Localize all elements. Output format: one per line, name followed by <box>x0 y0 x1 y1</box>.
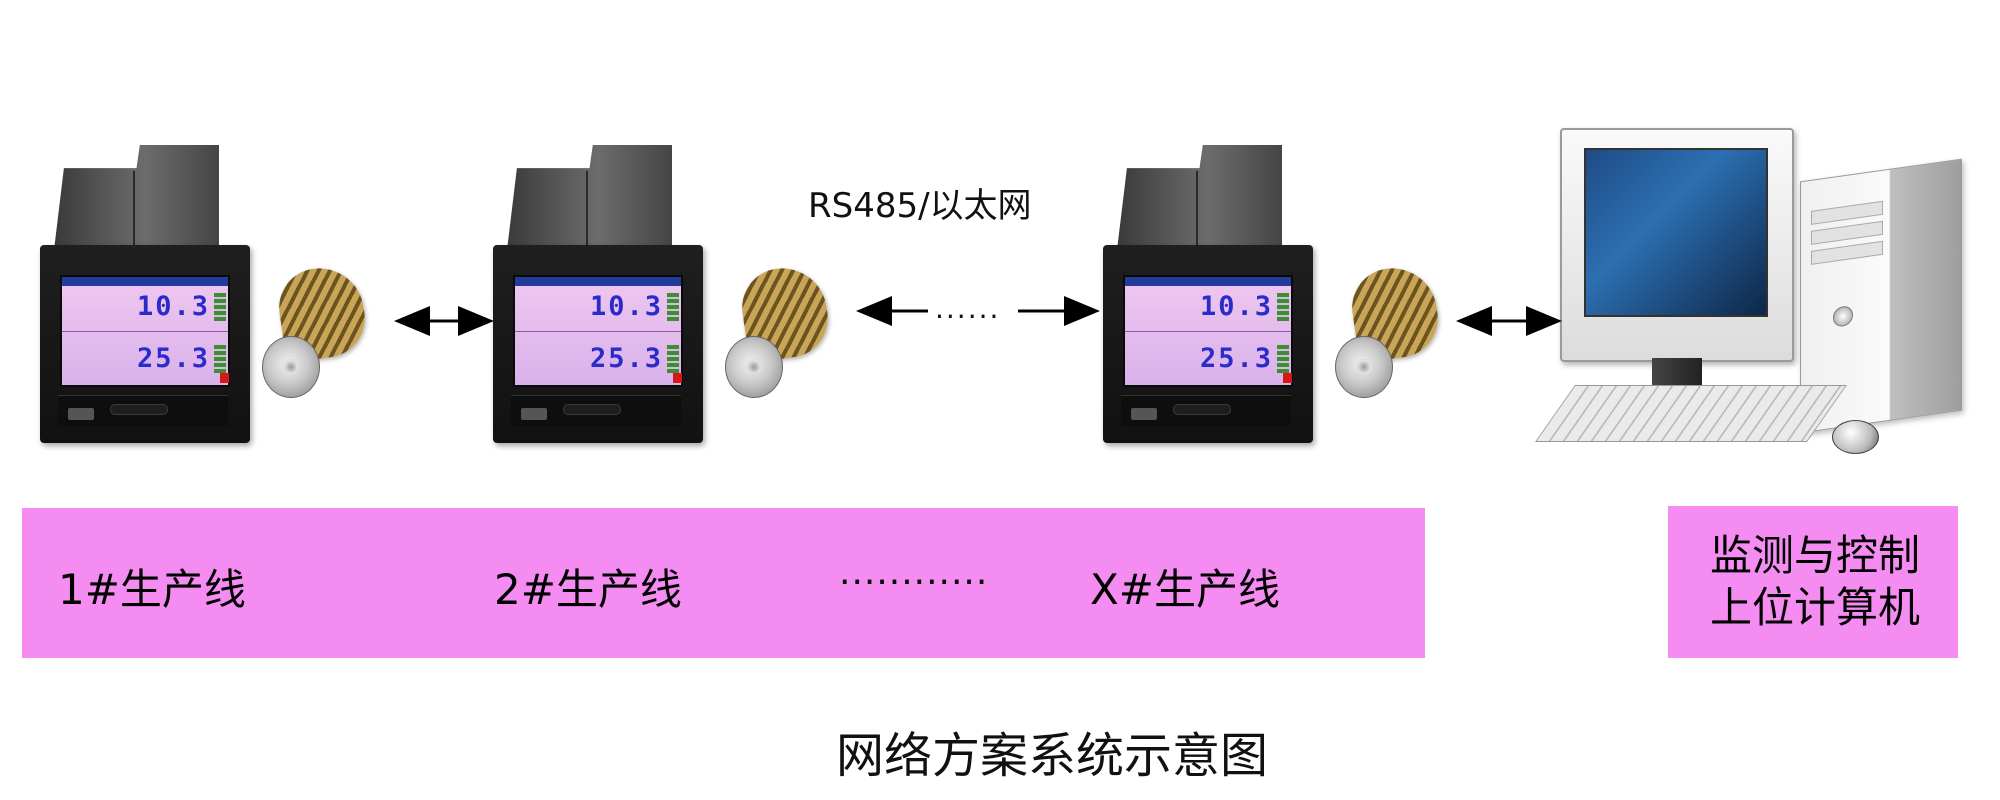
usb-port-icon <box>1131 408 1157 420</box>
sensor-2 <box>725 262 835 398</box>
recorder-screen: 10.3 25.3 <box>60 275 230 387</box>
recorder-value-bottom: 25.3 <box>589 343 663 374</box>
recorder-x: 10.3 25.3 <box>1103 145 1318 445</box>
monitor-screen <box>1584 148 1768 317</box>
pc-label-band: 监测与控制 上位计算机 <box>1668 506 1958 658</box>
recorder-value-bottom: 25.3 <box>1199 343 1273 374</box>
recorder-front-panel: 10.3 25.3 <box>40 245 250 443</box>
mouse <box>1832 420 1879 454</box>
pc-monitor <box>1560 128 1794 362</box>
diagram-caption: 网络方案系统示意图 <box>836 728 1269 784</box>
ellipsis-dots: ...... <box>935 292 1001 325</box>
recorder-screen: 10.3 25.3 <box>1123 275 1293 387</box>
line-label-1: 1#生产线 <box>58 565 246 614</box>
pc-label-line1: 监测与控制 <box>1710 531 1921 580</box>
sensor-1 <box>262 262 372 398</box>
recorder-value-bottom: 25.3 <box>136 343 210 374</box>
recorder-value-top: 10.3 <box>136 291 210 322</box>
recorder-screen: 10.3 25.3 <box>513 275 683 387</box>
recorder-2: 10.3 25.3 <box>493 145 708 445</box>
pc-label-line2: 上位计算机 <box>1710 583 1921 632</box>
production-lines-band: 1#生产线 2#生产线 ............ X#生产线 <box>22 508 1425 658</box>
recorder-value-top: 10.3 <box>589 291 663 322</box>
sensor-x <box>1335 262 1445 398</box>
recorder-front-panel: 10.3 25.3 <box>493 245 703 443</box>
recorder-1: 10.3 25.3 <box>40 145 255 445</box>
line-label-x: X#生产线 <box>1090 565 1280 614</box>
line-label-2: 2#生产线 <box>494 565 682 614</box>
recorder-front-panel: 10.3 25.3 <box>1103 245 1313 443</box>
line-label-ellipsis: ............ <box>839 552 989 593</box>
recorder-value-top: 10.3 <box>1199 291 1273 322</box>
network-label: RS485/以太网 <box>808 186 1032 226</box>
usb-port-icon <box>68 408 94 420</box>
usb-port-icon <box>521 408 547 420</box>
